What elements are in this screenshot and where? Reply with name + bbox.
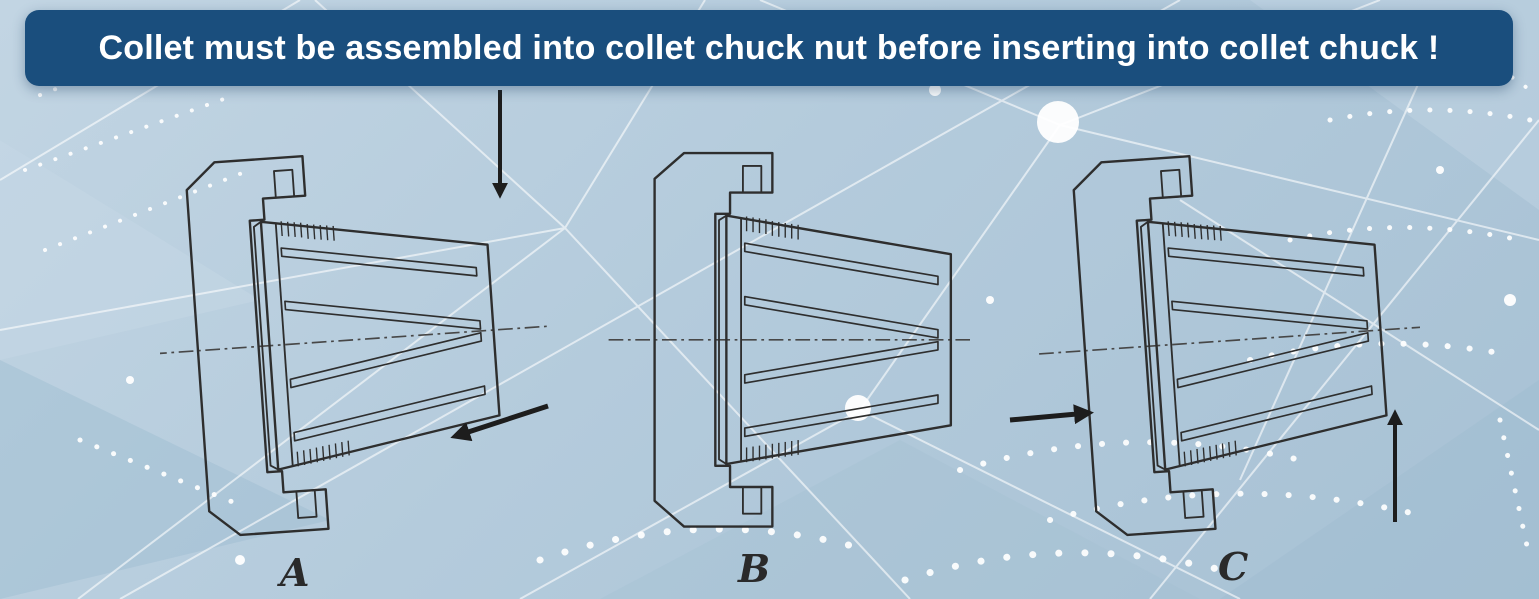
collet-drawing: [607, 151, 970, 528]
collet-diagram-b: [607, 151, 970, 528]
large-dot: [1037, 101, 1079, 143]
arrow-right-icon: [1009, 404, 1094, 425]
figure-label-a: A: [280, 550, 310, 595]
collet-diagram-c: [1009, 138, 1420, 542]
banner-text: Collet must be assembled into collet chu…: [98, 28, 1440, 67]
figure-b: [550, 84, 970, 554]
figure-label-c: C: [1218, 544, 1249, 589]
figure-label-b: B: [738, 546, 771, 591]
banner: Collet must be assembled into collet chu…: [25, 10, 1513, 86]
collet-drawing: [160, 138, 561, 542]
arrow-left-icon: [450, 403, 549, 442]
figure-a: [160, 84, 580, 554]
collet-diagram-a: [160, 90, 561, 542]
figure-c: [1000, 84, 1420, 554]
collet-drawing: [1024, 138, 1420, 542]
